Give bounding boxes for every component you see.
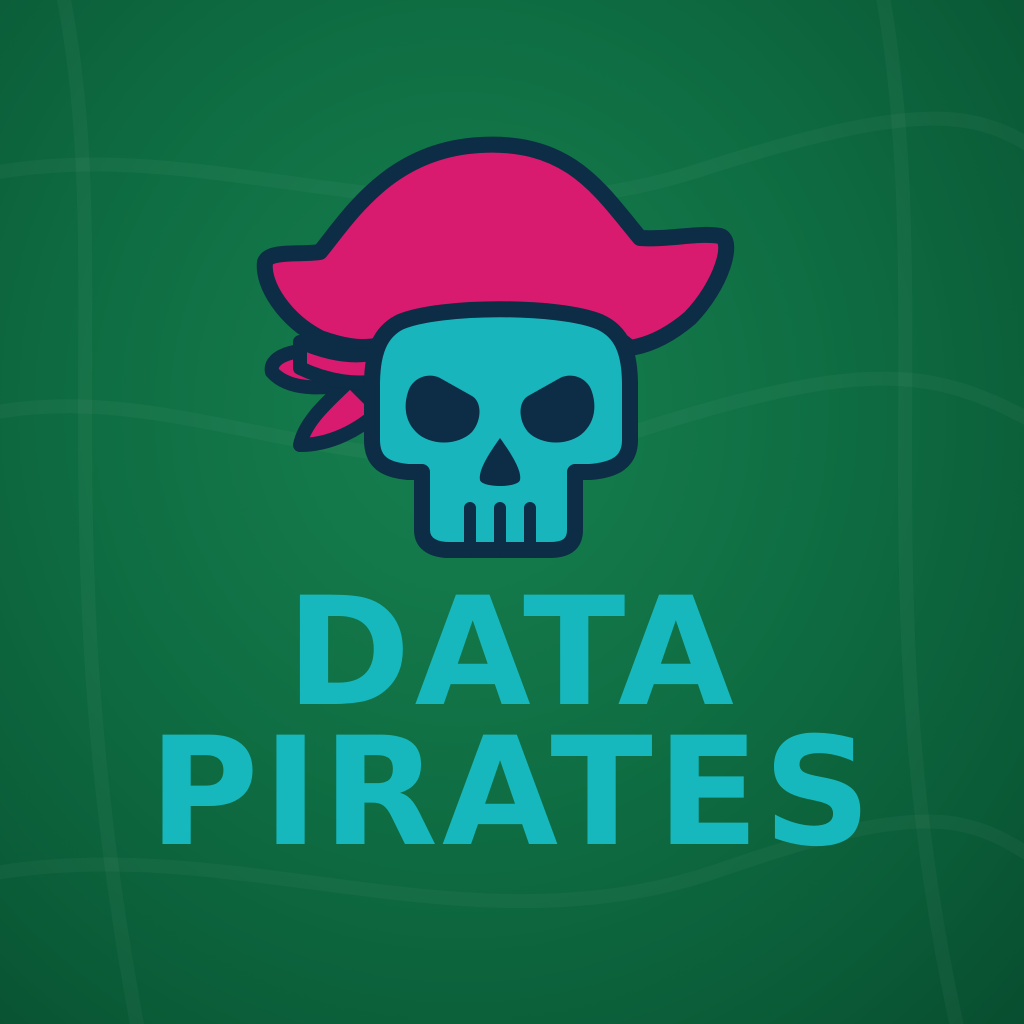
logo-title-line-2: PIRATES <box>148 706 876 880</box>
nose <box>479 438 521 486</box>
teeth <box>464 502 536 554</box>
skull <box>364 301 638 558</box>
pirate-skull-icon <box>256 136 735 558</box>
logo-title-line-1: DATA <box>286 566 738 740</box>
left-eye <box>405 375 480 443</box>
right-eye <box>520 375 595 443</box>
